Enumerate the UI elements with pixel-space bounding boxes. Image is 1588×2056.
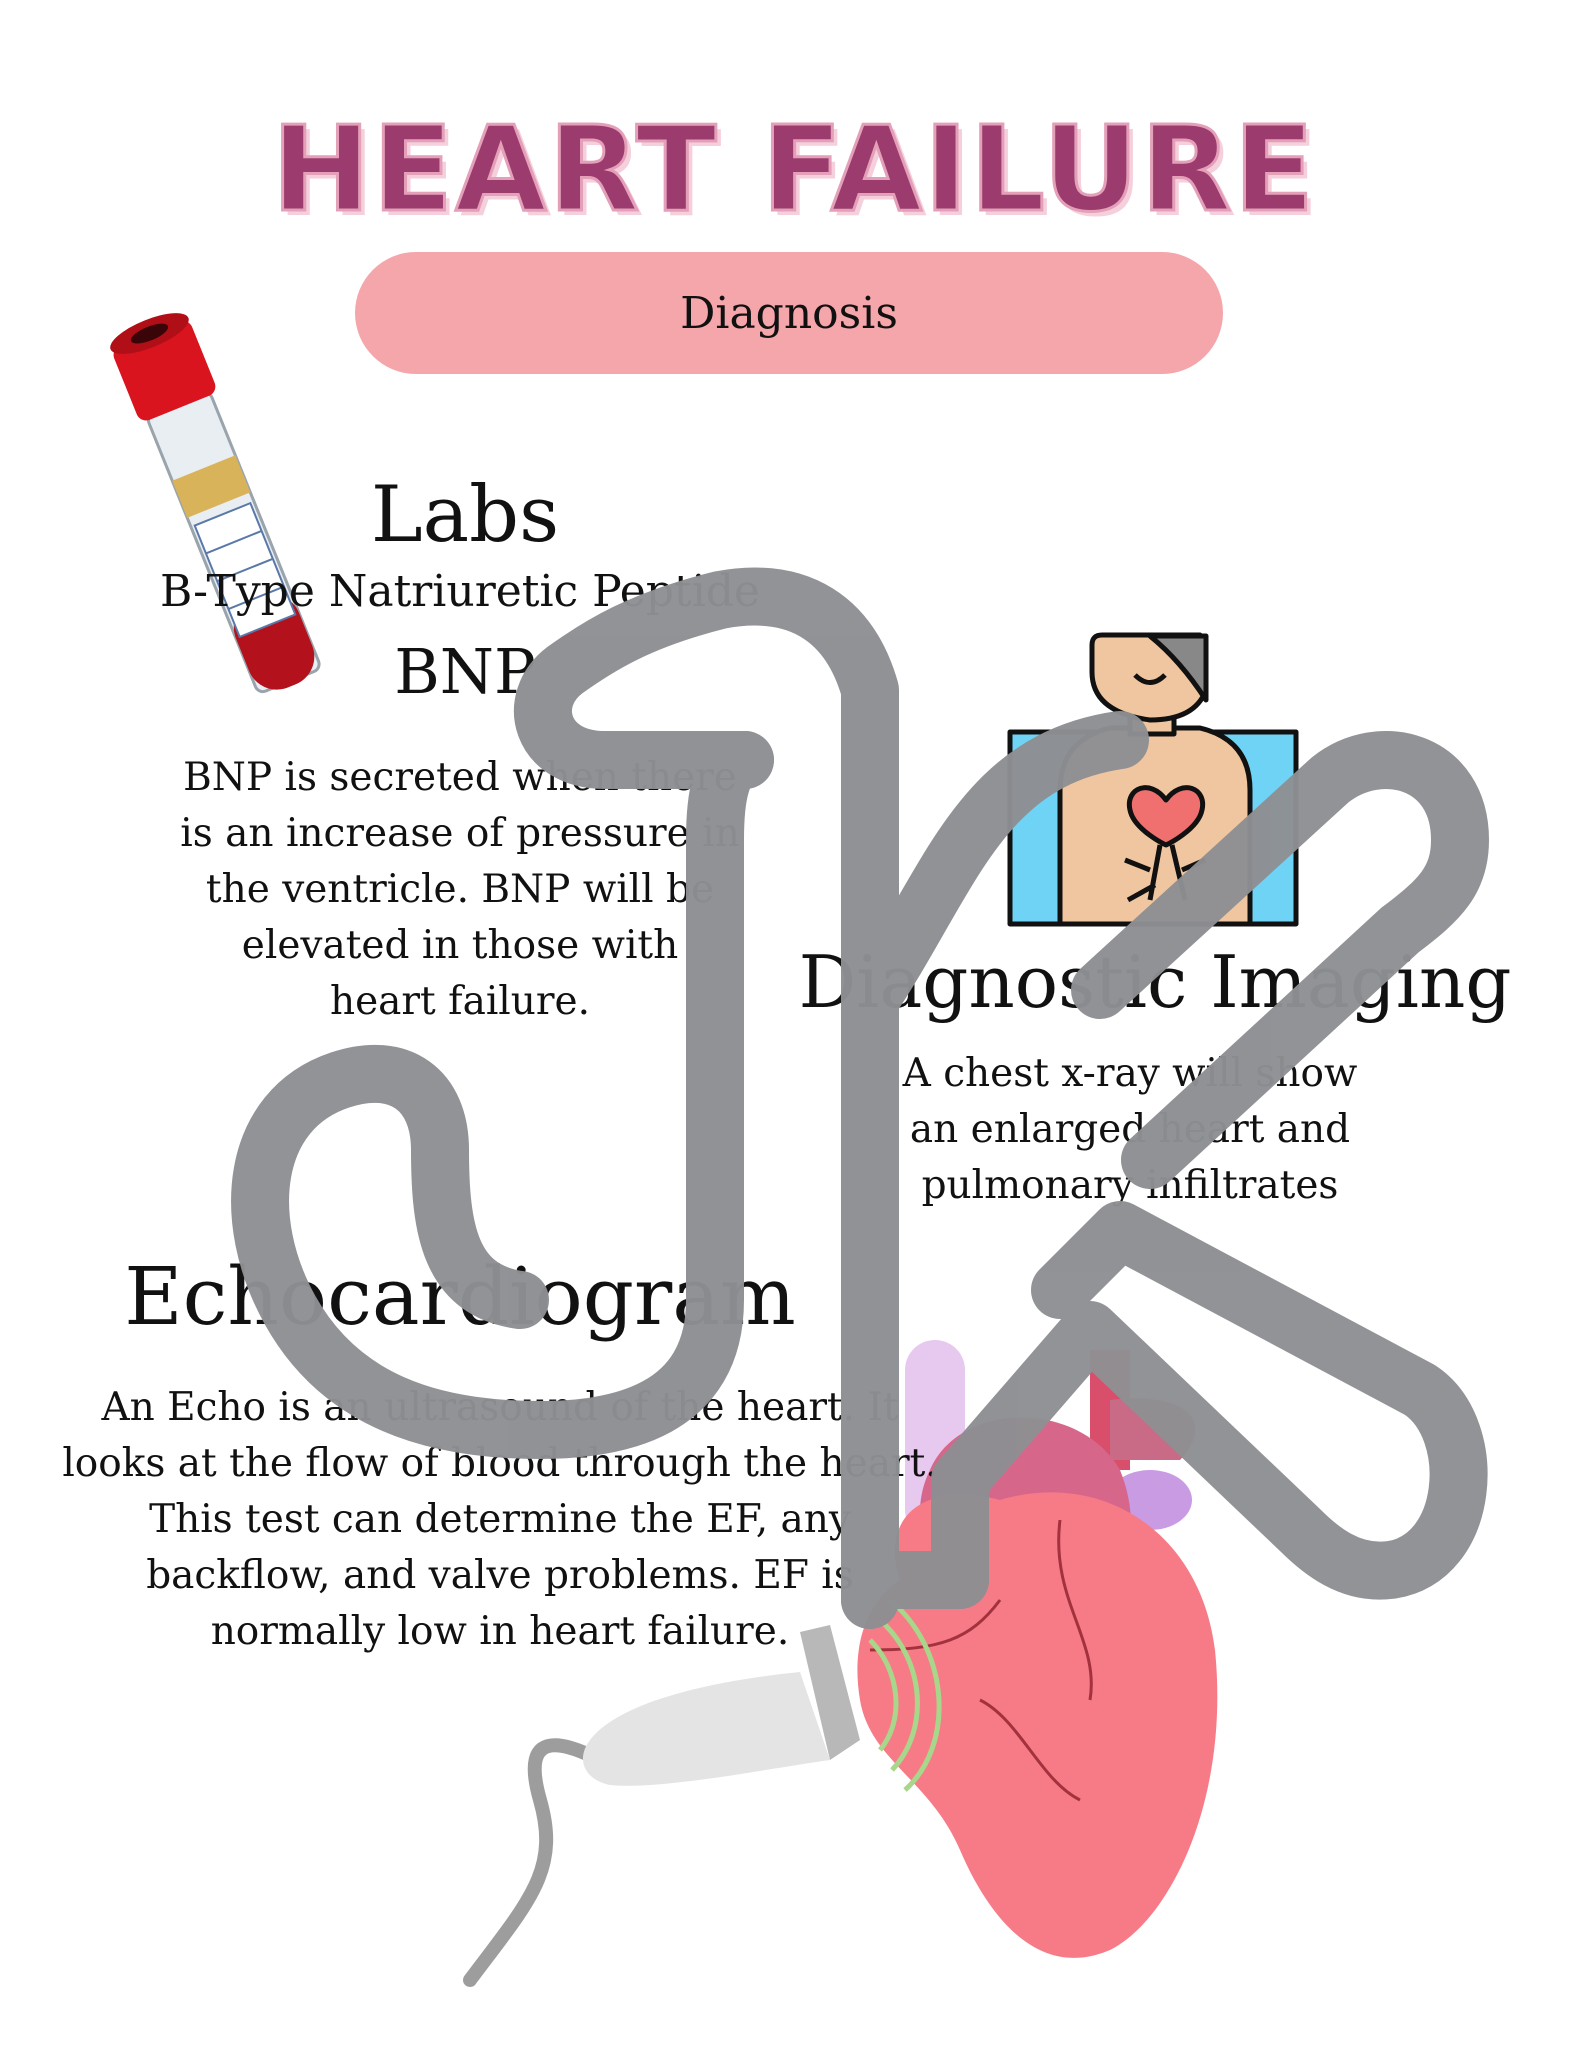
page-title: HEART FAILURE [270,99,1317,240]
section-pill: Diagnosis [355,252,1223,374]
labs-description: BNP is secreted when there is an increas… [140,750,780,1030]
echo-description-line: normally low in heart failure. [210,1609,790,1654]
labs-abbreviation: BNP [394,635,536,708]
labs-description-line: elevated in those with [241,923,679,968]
labs-description-line: is an increase of pressure in [180,811,740,856]
echo-description-line: This test can determine the EF, any [149,1497,851,1542]
labs-description-line: heart failure. [329,979,591,1024]
echo-description-line: backflow, and valve problems. EF is [146,1553,854,1598]
imaging-description: A chest x-ray will show an enlarged hear… [860,1046,1400,1214]
labs-heading: Labs [370,470,560,560]
section-pill-label: Diagnosis [680,287,898,339]
labs-description-line: the ventricle. BNP will be [205,867,715,912]
echo-description: An Echo is an ultrasound of the heart. I… [20,1380,980,1660]
